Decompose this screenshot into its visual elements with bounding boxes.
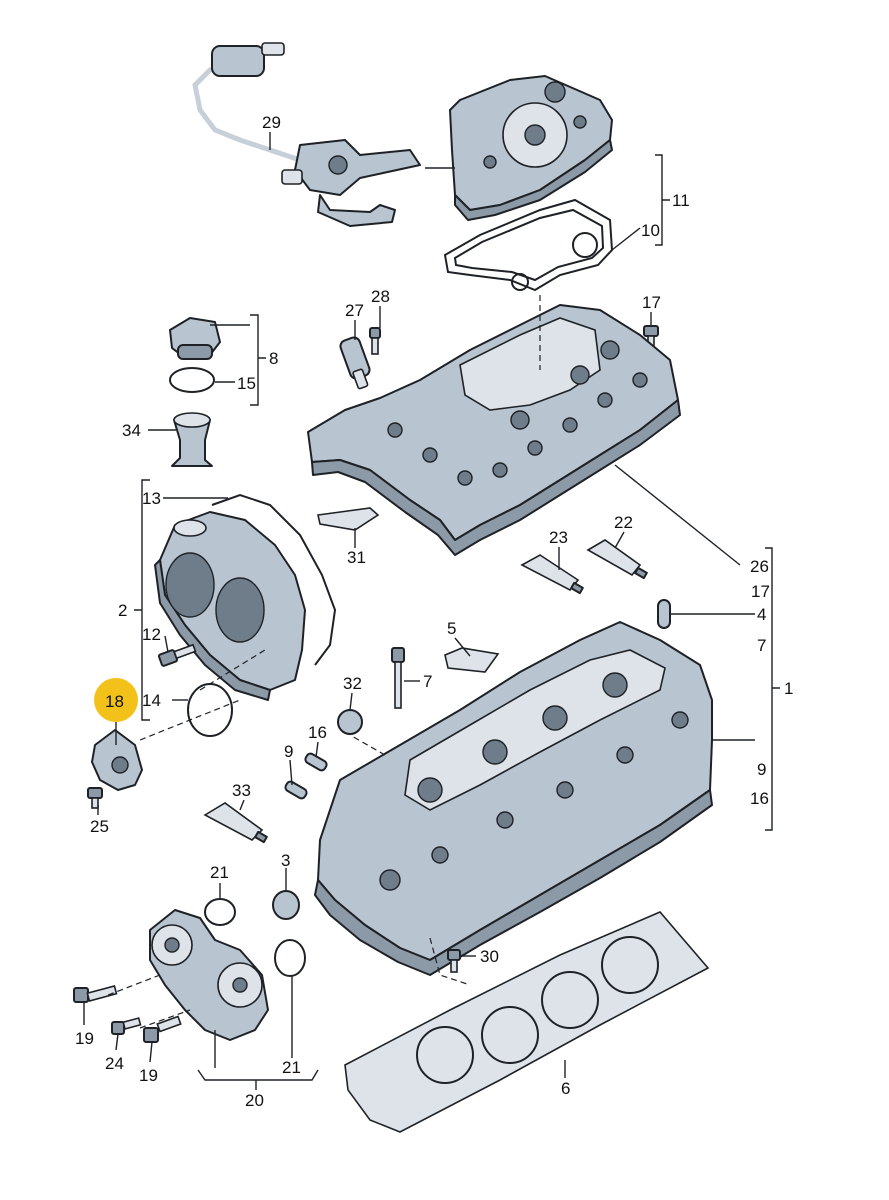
timing-cover-gasket-part[interactable] [211, 493, 337, 666]
leader-lines [83, 132, 755, 1078]
callout-25[interactable]: 25 [90, 817, 109, 836]
bolt-part-19-bottom[interactable] [143, 1015, 182, 1043]
cover-bolt-holes [387, 340, 648, 486]
callout-11[interactable]: 11 [672, 191, 690, 210]
breather-hose-part[interactable] [192, 42, 421, 227]
callout-33[interactable]: 33 [232, 781, 251, 800]
dashed-alignment-lines [107, 295, 541, 1029]
callout-19-bottom[interactable]: 19 [139, 1066, 158, 1085]
callout-10[interactable]: 10 [641, 221, 660, 240]
seal-ring-part-21-right[interactable] [274, 939, 306, 977]
callout-16-right[interactable]: 16 [750, 789, 769, 808]
callout-27[interactable]: 27 [345, 301, 364, 320]
bolt-part-7[interactable] [391, 647, 405, 709]
seal-ring-part-21-top[interactable] [204, 898, 236, 926]
callout-16-left[interactable]: 16 [308, 723, 327, 742]
callout-2[interactable]: 2 [118, 601, 127, 620]
oil-filler-cap-part[interactable] [169, 317, 221, 360]
sensor-bolt-part[interactable] [369, 327, 381, 355]
callout-13[interactable]: 13 [142, 489, 161, 508]
callout-7-right[interactable]: 7 [757, 636, 766, 655]
stud-part-9[interactable] [284, 780, 308, 800]
callout-18[interactable]: 18 [105, 692, 124, 711]
callout-19-left[interactable]: 19 [75, 1029, 94, 1048]
callout-22[interactable]: 22 [614, 513, 633, 532]
callout-24[interactable]: 24 [105, 1054, 124, 1073]
cylinder-head-cover-part[interactable] [307, 304, 681, 556]
callout-21-bottom[interactable]: 21 [282, 1058, 301, 1077]
bolt-part-25[interactable] [87, 787, 103, 809]
callout-9-right[interactable]: 9 [757, 760, 766, 779]
cylinder-head-part[interactable] [314, 621, 713, 976]
callout-14[interactable]: 14 [142, 691, 161, 710]
callout-8[interactable]: 8 [269, 349, 278, 368]
head-ports [379, 672, 689, 891]
dowel-pin-part-4[interactable] [657, 599, 671, 629]
callout-9-left[interactable]: 9 [284, 742, 293, 761]
bolt-part-30[interactable] [447, 949, 461, 973]
sealant-tube-part-23[interactable] [520, 554, 584, 595]
sensor-part[interactable] [339, 336, 371, 390]
plug-part-3[interactable] [272, 890, 300, 920]
callout-21-top[interactable]: 21 [210, 863, 229, 882]
bolt-part-24[interactable] [111, 1017, 142, 1035]
callout-15[interactable]: 15 [237, 374, 256, 393]
callout-3[interactable]: 3 [281, 851, 290, 870]
cap-part-32[interactable] [337, 709, 363, 735]
callout-5[interactable]: 5 [447, 619, 456, 638]
callout-32[interactable]: 32 [343, 674, 362, 693]
callout-labels: 29 11 10 28 27 17 8 15 34 13 31 2 12 14 … [75, 113, 793, 1110]
filler-neck-part[interactable] [171, 412, 213, 467]
highlighted-part-marker [94, 678, 138, 722]
group-brackets [134, 154, 780, 1090]
callout-34[interactable]: 34 [122, 421, 141, 440]
callout-1[interactable]: 1 [784, 679, 793, 698]
callout-4[interactable]: 4 [757, 605, 766, 624]
sealant-tube-part-31[interactable] [317, 507, 380, 531]
callout-17-right[interactable]: 17 [751, 582, 770, 601]
head-gasket-part[interactable] [344, 911, 710, 1133]
sealant-tube-part-33[interactable] [203, 802, 268, 844]
adjuster-housing-part[interactable] [149, 909, 269, 1041]
callout-20[interactable]: 20 [245, 1091, 264, 1110]
callout-28[interactable]: 28 [371, 287, 390, 306]
callout-6[interactable]: 6 [561, 1079, 570, 1098]
callout-17-top[interactable]: 17 [642, 293, 661, 312]
callout-31[interactable]: 31 [347, 548, 366, 567]
callout-7-bolt[interactable]: 7 [423, 672, 432, 691]
callout-26[interactable]: 26 [750, 557, 769, 576]
seal-ring-part-14[interactable] [187, 683, 233, 737]
valve-gasket-part[interactable] [443, 198, 614, 292]
callout-12[interactable]: 12 [142, 625, 161, 644]
pressure-regulating-valve-part[interactable] [425, 75, 613, 221]
bolt-part-19-left[interactable] [73, 985, 118, 1003]
cover-bolt-part-12[interactable] [157, 643, 197, 667]
sprocket-plate-part-18[interactable] [91, 729, 143, 791]
filler-cap-seal-part[interactable] [169, 367, 215, 393]
stud-part-16[interactable] [304, 752, 328, 772]
callout-29[interactable]: 29 [262, 113, 281, 132]
callout-23[interactable]: 23 [549, 528, 568, 547]
sealant-tube-part-22[interactable] [586, 539, 648, 580]
plug-part-5[interactable] [444, 647, 500, 673]
callout-30[interactable]: 30 [480, 947, 499, 966]
timing-cover-part[interactable] [154, 511, 306, 701]
